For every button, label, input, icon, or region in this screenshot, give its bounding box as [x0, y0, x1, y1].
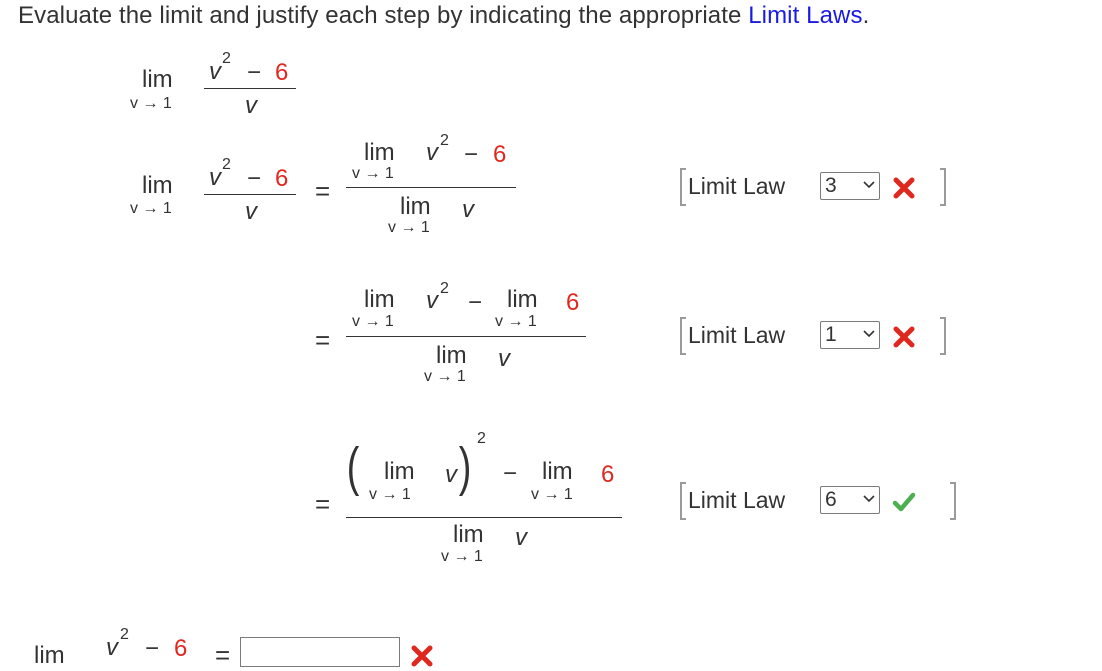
variable-v: v	[209, 164, 221, 191]
left-parenthesis: (	[346, 437, 360, 497]
prompt-period: .	[862, 2, 870, 29]
lim-subscript: v → 1	[388, 219, 430, 236]
lim-operator: lim	[142, 66, 173, 93]
limit-law-select[interactable]: 6	[820, 486, 880, 514]
lim-subscript: v → 1	[531, 486, 573, 503]
bracket-right	[950, 482, 956, 520]
lim-subscript: v → 1	[352, 165, 394, 182]
variable-v: v	[209, 58, 221, 85]
prompt-text: Evaluate the limit and justify each step…	[18, 2, 749, 29]
fraction-bar	[346, 517, 622, 518]
lim-operator: lim	[436, 342, 467, 369]
limit-law-label: Limit Law	[688, 487, 786, 513]
limit-law-label: Limit Law	[688, 322, 786, 348]
minus-sign: −	[468, 289, 483, 316]
minus-sign: −	[247, 165, 262, 192]
bracket-left	[680, 317, 686, 355]
x-mark-icon	[893, 177, 915, 199]
selected-value: 1	[825, 323, 837, 346]
limit-laws-link[interactable]: Limit Laws	[748, 2, 863, 29]
minus-sign: −	[464, 141, 479, 168]
lim-operator: lim	[453, 521, 484, 548]
lim-operator: lim	[142, 172, 173, 199]
exponent: 2	[477, 430, 486, 447]
exponent: 2	[440, 280, 449, 297]
selected-value: 6	[825, 488, 837, 511]
variable-v: v	[106, 634, 118, 661]
lim-subscript: v → 1	[441, 548, 483, 565]
fraction-bar	[346, 336, 586, 337]
variable-v: v	[498, 345, 510, 372]
exponent: 2	[222, 156, 231, 173]
fraction-bar	[204, 88, 296, 89]
constant-6: 6	[275, 59, 289, 86]
right-parenthesis: )	[458, 437, 472, 497]
limit-law-label: Limit Law	[688, 173, 786, 199]
bracket-left	[680, 482, 686, 520]
chevron-down-icon	[863, 495, 875, 503]
limit-law-select[interactable]: 3	[820, 172, 880, 200]
equals-sign: =	[315, 325, 331, 355]
lim-operator: lim	[34, 642, 65, 669]
equals-sign: =	[315, 489, 331, 519]
lim-subscript: v → 1	[130, 200, 172, 217]
lim-subscript: v → 1	[130, 95, 172, 112]
selected-value: 3	[825, 174, 837, 197]
equals-sign: =	[215, 640, 231, 670]
chevron-down-icon	[863, 181, 875, 189]
answer-input[interactable]	[240, 637, 400, 667]
minus-sign: −	[503, 460, 518, 487]
lim-operator: lim	[542, 458, 573, 485]
variable-v: v	[445, 461, 457, 488]
fraction-bar	[204, 194, 296, 195]
lim-subscript: v → 1	[369, 486, 411, 503]
constant-6: 6	[174, 635, 188, 662]
check-mark-icon	[892, 492, 916, 512]
variable-v: v	[462, 196, 474, 223]
lim-operator: lim	[364, 139, 395, 166]
constant-6: 6	[601, 461, 615, 488]
denominator-v: v	[245, 198, 257, 225]
exponent: 2	[120, 626, 129, 643]
constant-6: 6	[275, 165, 289, 192]
constant-6: 6	[566, 289, 580, 316]
exponent: 2	[440, 132, 449, 149]
denominator-v: v	[245, 92, 257, 119]
constant-6: 6	[493, 141, 507, 168]
lim-operator: lim	[384, 458, 415, 485]
lim-operator: lim	[400, 193, 431, 220]
exponent: 2	[222, 50, 231, 67]
variable-v: v	[426, 287, 438, 314]
lim-subscript: v → 1	[424, 368, 466, 385]
question-prompt: Evaluate the limit and justify each step…	[18, 2, 869, 30]
lim-subscript: v → 1	[495, 313, 537, 330]
bracket-right	[940, 168, 946, 206]
variable-v: v	[426, 139, 438, 166]
variable-v: v	[515, 524, 527, 551]
minus-sign: −	[247, 59, 262, 86]
bracket-left	[680, 168, 686, 206]
x-mark-icon	[893, 326, 915, 348]
lim-operator: lim	[364, 286, 395, 313]
lim-subscript: v → 1	[352, 313, 394, 330]
bracket-right	[940, 317, 946, 355]
chevron-down-icon	[863, 330, 875, 338]
fraction-bar	[346, 187, 516, 188]
equals-sign: =	[315, 176, 331, 206]
minus-sign: −	[145, 635, 160, 662]
limit-law-select[interactable]: 1	[820, 321, 880, 349]
x-mark-icon	[411, 645, 433, 667]
lim-operator: lim	[507, 286, 538, 313]
